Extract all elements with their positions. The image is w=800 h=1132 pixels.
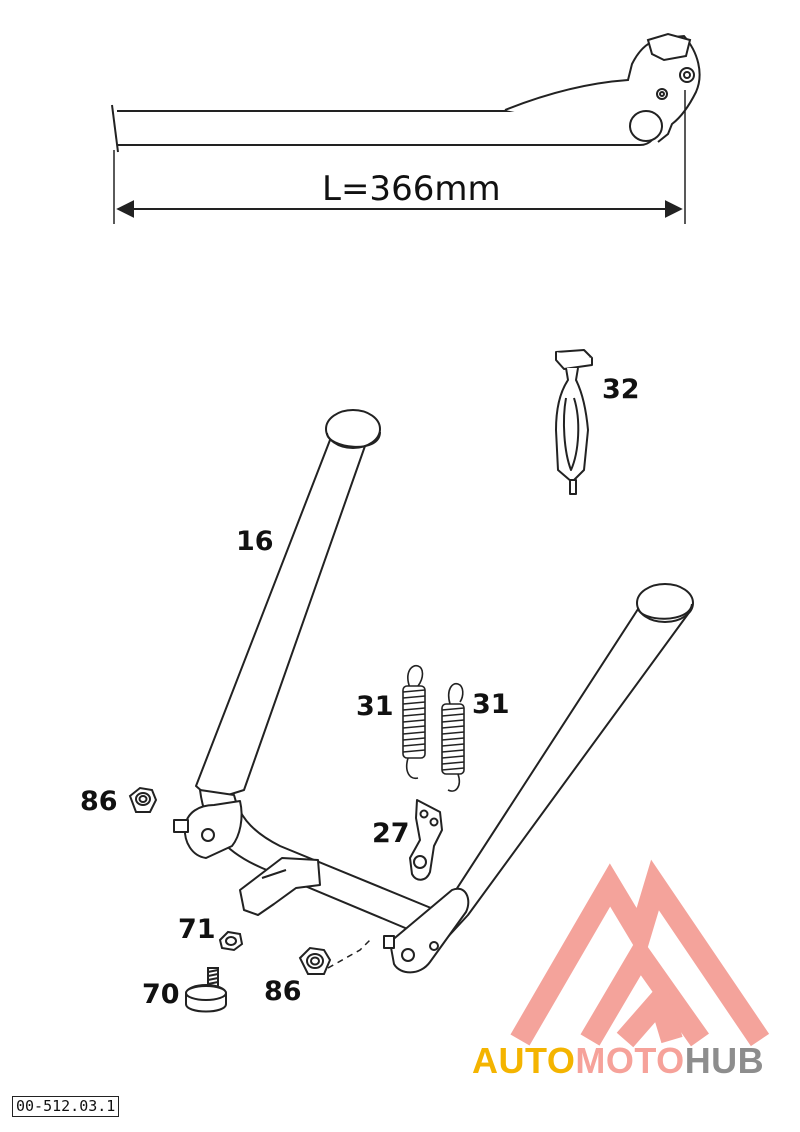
document-number: 00-512.03.1 (12, 1096, 120, 1117)
foot-pad-left (325, 409, 381, 449)
nut-71 (218, 930, 244, 952)
callout-86-bottom: 86 (264, 976, 302, 1007)
bracket-tab (646, 32, 692, 62)
callout-71: 71 (178, 914, 216, 945)
stand-lever (239, 857, 321, 916)
callout-16: 16 (236, 526, 274, 557)
assembly-line (327, 939, 371, 969)
callout-70: 70 (142, 979, 180, 1010)
callout-27: 27 (372, 818, 410, 849)
watermark-auto: AUTO (472, 1040, 576, 1081)
part-27-bracket (409, 799, 443, 881)
watermark-logo (510, 859, 770, 1048)
spring-right (441, 682, 465, 792)
part-32-tool (555, 349, 593, 495)
watermark-hub: HUB (684, 1040, 765, 1081)
center-stand (173, 409, 694, 974)
nut-86-left (128, 786, 158, 813)
nut-86-bottom (298, 946, 332, 975)
spring-left (402, 664, 426, 780)
tube-end-cut (111, 104, 119, 153)
mount-plate-left (183, 800, 243, 859)
watermark-moto: MOTO (575, 1040, 685, 1081)
dimension-drawing (111, 32, 701, 224)
callout-32: 32 (602, 374, 640, 405)
callout-86-left: 86 (80, 786, 118, 817)
watermark-text: AUTOMOTOHUB (472, 1043, 764, 1079)
part-70-foot (185, 967, 227, 1013)
callout-31-left: 31 (356, 691, 394, 722)
callout-31-right: 31 (472, 689, 510, 720)
dimension-label: L=366mm (322, 169, 501, 209)
bracket-pivot (629, 110, 663, 142)
foot-pad-right (636, 583, 694, 623)
